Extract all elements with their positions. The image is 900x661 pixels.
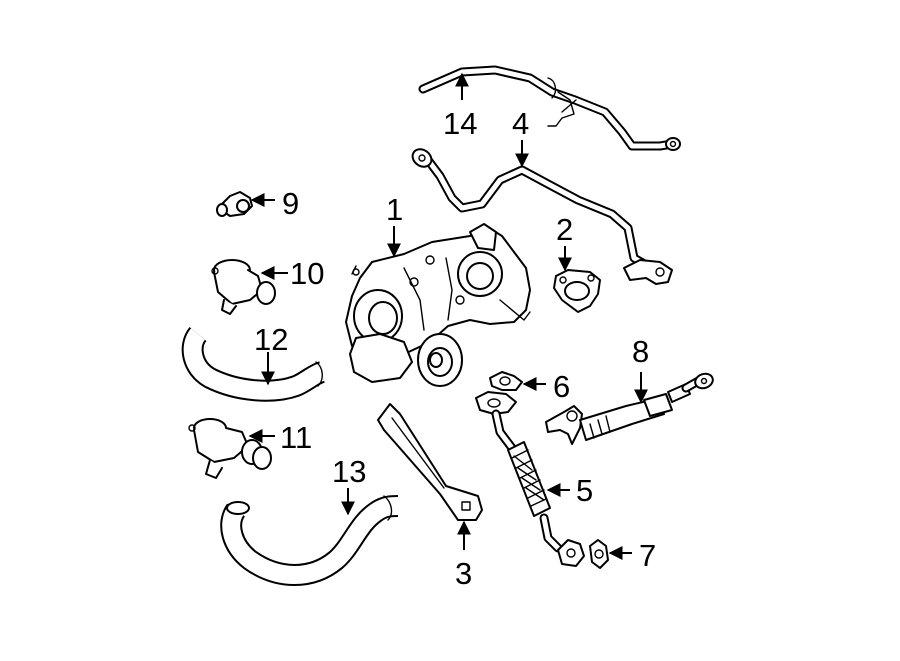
part-14-coolant-pipe[interactable]: [418, 65, 681, 151]
callout-3: 3: [455, 556, 472, 591]
part-2-gasket[interactable]: [553, 269, 601, 313]
callout-7: 7: [639, 538, 656, 573]
part-13-hose[interactable]: [220, 495, 399, 586]
part-1-turbocharger[interactable]: [345, 223, 531, 387]
part-6-gasket[interactable]: [489, 371, 523, 391]
callout-10: 10: [290, 256, 324, 291]
callout-4: 4: [512, 106, 529, 141]
part-11-valve[interactable]: [188, 418, 272, 479]
part-7-gasket[interactable]: [589, 539, 609, 569]
callout-14: 14: [443, 106, 477, 141]
callout-9: 9: [282, 186, 299, 221]
callout-1: 1: [386, 192, 403, 227]
callout-labels: 14 4 1 2 9 10 12 11 13 3 6 5 7 8: [254, 106, 656, 591]
part-5-return-line[interactable]: [475, 391, 585, 567]
part-4-oil-pipe[interactable]: [409, 146, 673, 285]
callout-arrows: [248, 72, 648, 560]
part-10-valve[interactable]: [211, 259, 276, 315]
callout-5: 5: [576, 473, 593, 508]
callout-6: 6: [553, 369, 570, 404]
callout-13: 13: [332, 454, 366, 489]
callout-12: 12: [254, 322, 288, 357]
part-9-fitting[interactable]: [216, 191, 253, 217]
part-3-bracket[interactable]: [377, 403, 483, 521]
part-12-hose[interactable]: [181, 326, 326, 402]
callout-11: 11: [280, 420, 312, 455]
callout-2: 2: [556, 212, 573, 247]
part-8-drain-line[interactable]: [545, 371, 715, 445]
callout-8: 8: [632, 334, 649, 369]
